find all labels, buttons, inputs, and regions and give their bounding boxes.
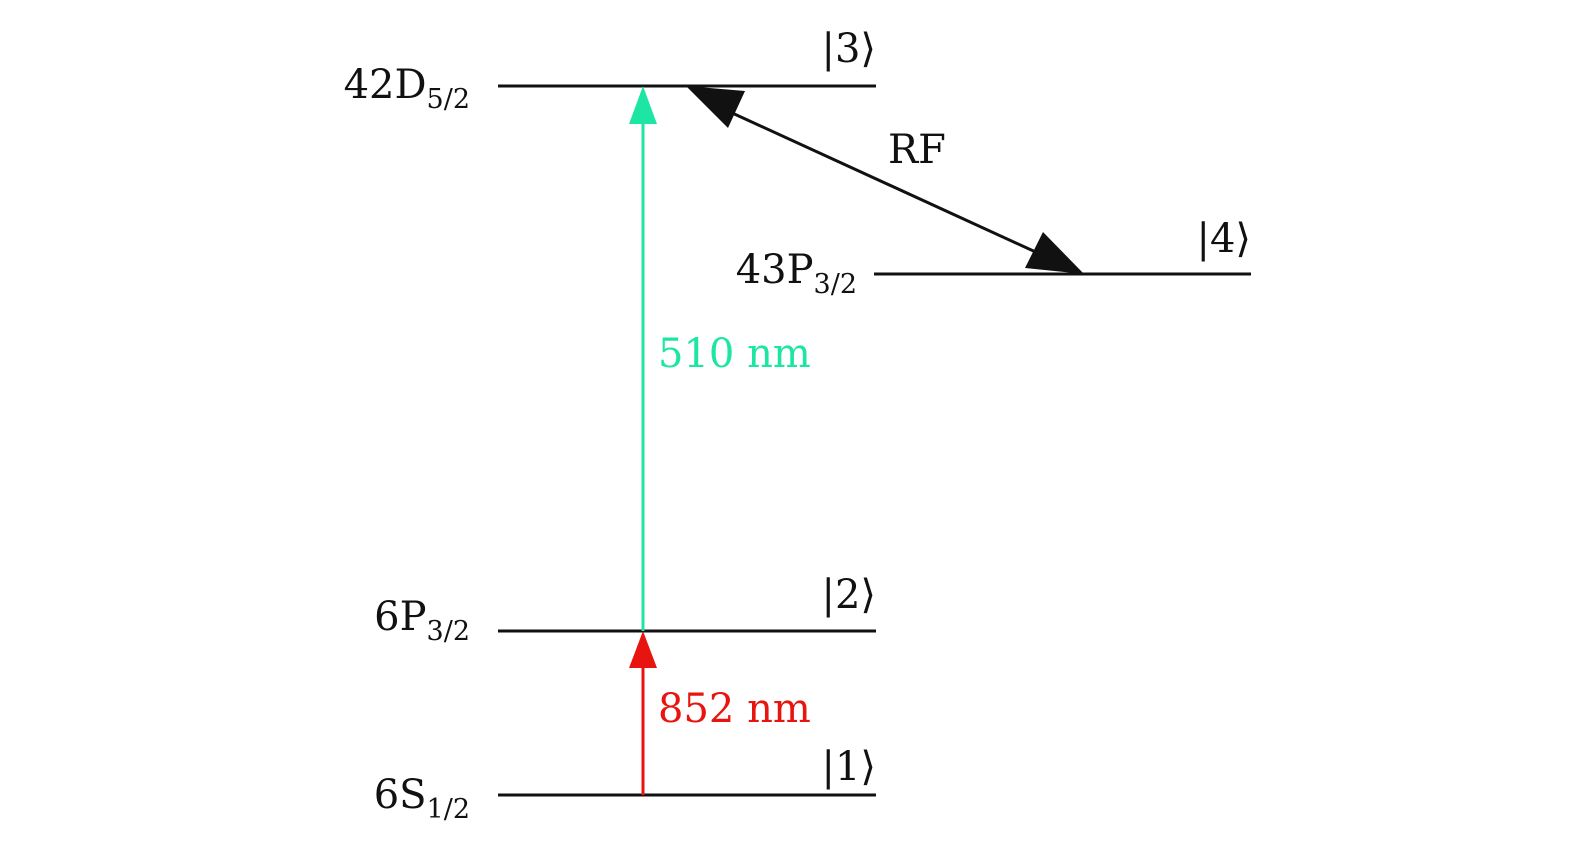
level-label-6p32: 6P3/2 — [374, 594, 470, 647]
state-ket-4: |4⟩ — [1196, 216, 1251, 262]
rf-transition-arrow — [686, 86, 1084, 274]
level-label-6s12: 6S1/2 — [374, 772, 470, 825]
svg-text:6P3/2: 6P3/2 — [374, 594, 470, 647]
state-labels: |1⟩ |2⟩ |3⟩ |4⟩ — [821, 26, 1251, 790]
level-label-43p32: 43P3/2 — [736, 247, 857, 300]
probe-wavelength-label: 852 nm — [658, 686, 811, 732]
state-ket-3: |3⟩ — [821, 26, 876, 72]
svg-text:43P3/2: 43P3/2 — [736, 247, 857, 300]
probe-transition-arrow — [629, 631, 657, 795]
svg-text:6S1/2: 6S1/2 — [374, 772, 470, 825]
state-ket-2: |2⟩ — [821, 572, 876, 618]
level-label-42d52: 42D5/2 — [344, 62, 470, 115]
state-ket-1: |1⟩ — [821, 744, 876, 790]
svg-text:42D5/2: 42D5/2 — [344, 62, 470, 115]
coupling-transition-arrow — [629, 86, 657, 631]
rf-label: RF — [888, 127, 946, 173]
coupling-wavelength-label: 510 nm — [658, 331, 811, 377]
